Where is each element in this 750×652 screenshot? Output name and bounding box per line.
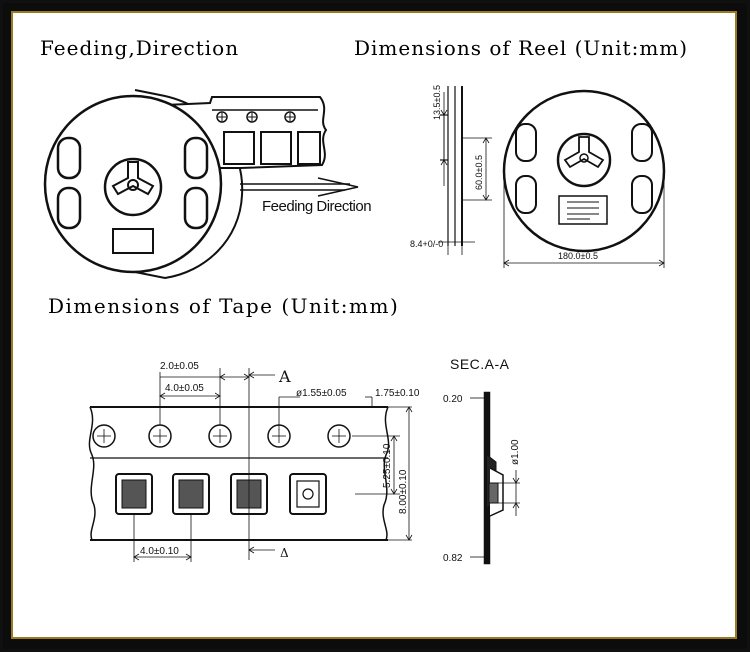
reel-window-left-top: [56, 136, 82, 180]
reel-window-right-bottom: [183, 186, 209, 230]
reel-window-right-top: [183, 136, 209, 180]
reel-diameter-label: 180.0±0.5: [558, 251, 598, 261]
reel-hub: [103, 157, 163, 217]
reel-label-box: [112, 228, 154, 254]
reel-front-dimensioned: [502, 89, 666, 268]
feeding-arrow-icon: [240, 177, 359, 197]
tape-half-pitch-label: 2.0±0.05: [160, 361, 199, 372]
section-title: SEC.A-A: [450, 356, 510, 372]
tape-width-label: 8.00±0.10: [398, 469, 409, 514]
reel-tape-slot-label: 8.4+0/-0: [410, 239, 443, 249]
reel-side-profile: [438, 86, 492, 255]
section-profile: [470, 391, 520, 565]
tape-hole-to-pocket-label: 5.25±0.10: [382, 443, 393, 488]
heading-feeding-direction: Feeding,Direction: [40, 36, 239, 60]
feeding-illustration: [43, 89, 359, 280]
tape-hole-diameter-label: ø1.55±0.05: [296, 388, 347, 399]
section-marker-bottom: Δ: [280, 546, 289, 560]
tape-dimension-lines: [133, 368, 413, 562]
section-marker-top: A: [278, 367, 291, 386]
reel-window-left-bottom: [56, 186, 82, 230]
tape-top-view: [88, 368, 413, 562]
sprocket-holes: [92, 424, 351, 448]
heading-reel-dimensions: Dimensions of Reel (Unit:mm): [354, 36, 688, 60]
section-total-thickness-label: 0.82: [443, 553, 463, 564]
reel-label-plate: [558, 195, 608, 225]
section-top-thickness-label: 0.20: [443, 394, 463, 405]
reel-hub-diameter-label: 60.0±0.5: [474, 155, 484, 190]
section-pocket-depth-label: ø1.00: [510, 439, 521, 465]
component-pockets: [115, 473, 327, 515]
tape-pocket-pitch-label: 4.0±0.10: [140, 546, 179, 557]
heading-tape-dimensions: Dimensions of Tape (Unit:mm): [48, 294, 399, 318]
tape-edge-to-hole-label: 1.75±0.10: [375, 388, 420, 399]
feeding-direction-label: Feeding Direction: [262, 198, 371, 215]
tape-sprocket-pitch-label: 4.0±0.05: [165, 383, 204, 394]
reel-hub-width-label: 13.5±0.5: [432, 85, 442, 120]
hub-spokes: [111, 161, 155, 196]
